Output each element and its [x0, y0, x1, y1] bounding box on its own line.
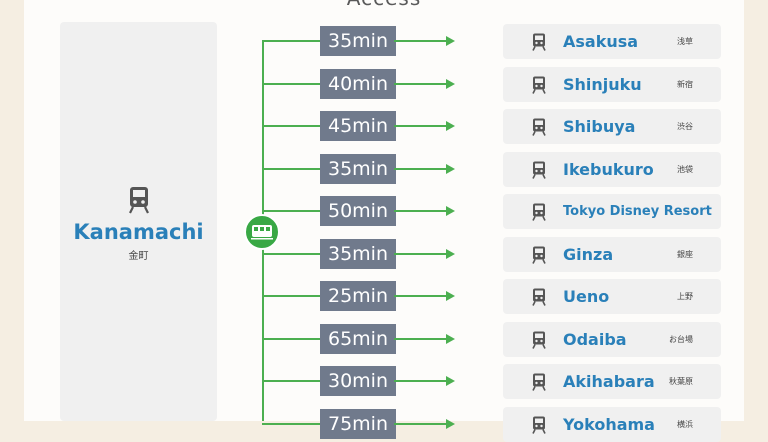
- destination-kanji: 新宿: [677, 79, 693, 89]
- arrow-right-icon: [446, 333, 455, 344]
- route-row: 25min Ueno 上野: [262, 279, 722, 314]
- travel-time-badge: 35min: [320, 153, 396, 184]
- destination-kanji: 銀座: [677, 249, 693, 259]
- destination-kanji: 横浜: [677, 419, 693, 429]
- travel-time-badge: 40min: [320, 68, 396, 99]
- arrow-right-icon: [446, 376, 455, 386]
- route-row: 35min Ikebukuro 池袋: [262, 151, 722, 187]
- arrow-line: [394, 167, 448, 170]
- branch-line: [262, 337, 322, 340]
- origin-station-kanji: 金町: [128, 251, 149, 262]
- branch-line: [262, 295, 322, 297]
- arrow-right-icon: [446, 291, 455, 301]
- origin-station-name: Kanamachi: [73, 220, 204, 244]
- travel-time-badge: 65min: [320, 323, 396, 354]
- arrow-right-icon: [446, 206, 455, 216]
- arrow-right-icon: [446, 163, 455, 174]
- destination-name: Ginza: [563, 244, 614, 264]
- destination-name: Asakusa: [563, 32, 639, 51]
- destination-card: Odaiba お台場: [503, 321, 721, 357]
- destination-name: Shibuya: [563, 117, 636, 136]
- destination-name: Shinjuku: [563, 74, 642, 94]
- train-icon: [532, 416, 546, 434]
- arrow-right-icon: [446, 36, 455, 46]
- route-row: 45min Shibuya 渋谷: [262, 109, 722, 144]
- arrow-line: [394, 210, 448, 212]
- destination-card: Ikebukuro 池袋: [503, 151, 721, 187]
- train-icon: [532, 373, 546, 391]
- arrow-line: [394, 252, 448, 255]
- destination-name: Tokyo Disney Resort: [563, 204, 712, 219]
- route-row: 50min Tokyo Disney Resort: [262, 194, 722, 229]
- route-row: 35min Ginza 銀座: [262, 236, 722, 272]
- arrow-line: [394, 295, 448, 297]
- destination-name: Ueno: [563, 287, 610, 306]
- route-row: 35min Asakusa 浅草: [262, 24, 722, 59]
- train-icon: [532, 76, 546, 94]
- destination-name: Odaiba: [563, 329, 627, 349]
- route-row: 65min Odaiba お台場: [262, 321, 722, 357]
- hub-node: [244, 214, 280, 250]
- branch-line: [262, 40, 322, 42]
- train-icon: [532, 331, 546, 349]
- destination-card: Asakusa 浅草: [503, 24, 721, 59]
- branch-line: [262, 167, 322, 170]
- destination-kanji: 上野: [677, 292, 693, 301]
- destination-kanji: 渋谷: [677, 122, 693, 131]
- travel-time-badge: 45min: [320, 111, 396, 141]
- arrow-right-icon: [446, 418, 455, 429]
- branch-line: [262, 210, 322, 212]
- destination-name: Yokohama: [563, 414, 655, 434]
- train-icon: [532, 203, 546, 221]
- destination-card: Tokyo Disney Resort: [503, 194, 721, 229]
- section-heading: Access: [24, 0, 744, 10]
- branch-line: [262, 422, 322, 425]
- destination-kanji: 池袋: [677, 164, 693, 174]
- train-icon: [532, 118, 546, 136]
- travel-time-badge: 35min: [320, 26, 396, 56]
- travel-time-badge: 50min: [320, 196, 396, 226]
- travel-time-badge: 25min: [320, 281, 396, 311]
- destination-kanji: お台場: [669, 334, 693, 344]
- travel-time-badge: 75min: [320, 408, 396, 439]
- origin-station-card: Kanamachi 金町: [60, 22, 217, 421]
- arrow-right-icon: [446, 78, 455, 89]
- arrow-right-icon: [446, 121, 455, 131]
- train-car-icon: [251, 225, 273, 240]
- arrow-line: [394, 337, 448, 340]
- train-icon: [532, 33, 546, 51]
- arrow-right-icon: [446, 248, 455, 259]
- route-row: 30min Akihabara 秋葉原: [262, 364, 722, 399]
- travel-time-badge: 35min: [320, 238, 396, 269]
- arrow-line: [394, 422, 448, 425]
- train-icon: [128, 187, 149, 214]
- destination-name: Ikebukuro: [563, 159, 654, 179]
- train-icon: [532, 161, 546, 179]
- destination-card: Ueno 上野: [503, 279, 721, 314]
- arrow-line: [394, 380, 448, 382]
- destination-card: Shibuya 渋谷: [503, 109, 721, 144]
- destination-card: Yokohama 横浜: [503, 406, 721, 442]
- destination-card: Ginza 銀座: [503, 236, 721, 272]
- route-row: 40min Shinjuku 新宿: [262, 66, 722, 102]
- destination-card: Akihabara 秋葉原: [503, 364, 721, 399]
- arrow-line: [394, 82, 448, 85]
- train-icon: [532, 246, 546, 264]
- branch-line: [262, 82, 322, 85]
- destination-name: Akihabara: [563, 372, 655, 391]
- destination-card: Shinjuku 新宿: [503, 66, 721, 102]
- branch-line: [262, 380, 322, 382]
- train-icon: [532, 288, 546, 306]
- branch-line: [262, 252, 322, 255]
- branch-line: [262, 125, 322, 127]
- arrow-line: [394, 40, 448, 42]
- destination-kanji: 秋葉原: [669, 377, 693, 386]
- arrow-line: [394, 125, 448, 127]
- destination-kanji: 浅草: [677, 37, 693, 46]
- travel-time-badge: 30min: [320, 366, 396, 396]
- access-panel: Access Kanamachi 金町 35minAsakusa浅草40minS…: [24, 0, 744, 442]
- route-row: 75min Yokohama 横浜: [262, 406, 722, 442]
